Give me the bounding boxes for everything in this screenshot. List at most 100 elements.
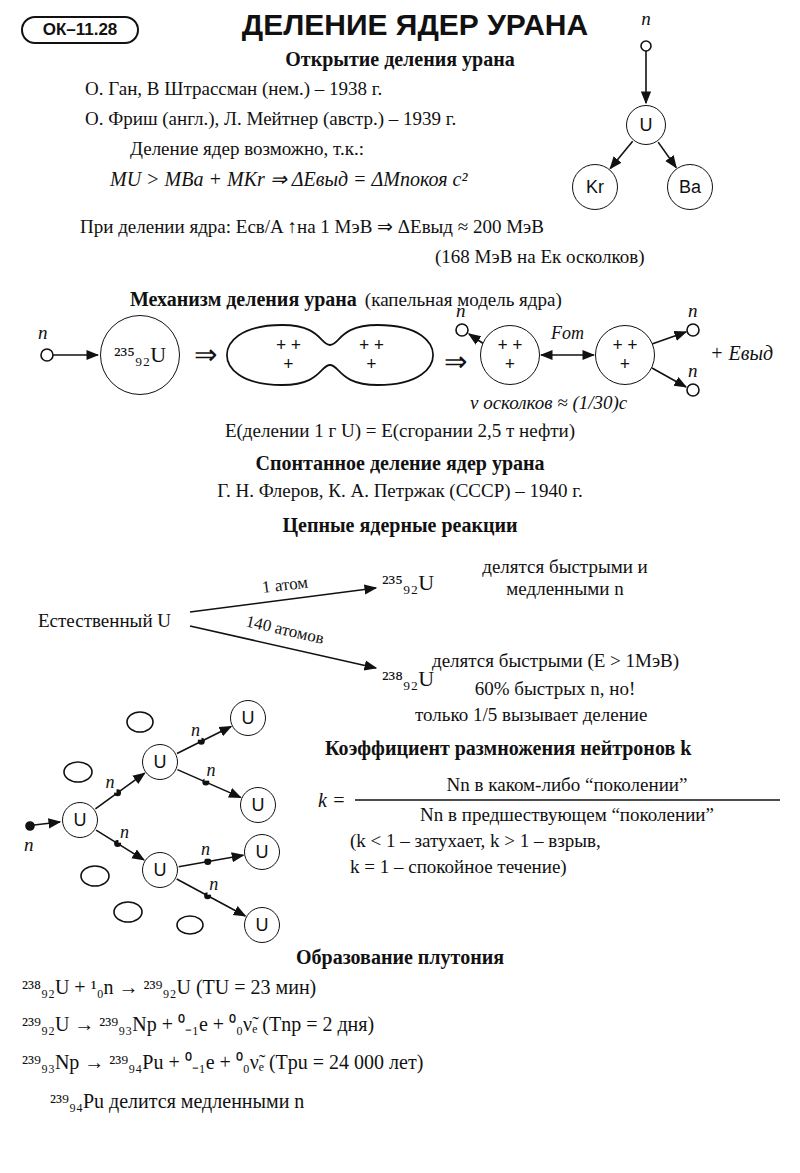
text-label: E(делении 1 г U) = E(сгорании 2,5 т нефт… [225, 420, 575, 442]
node-text: + + + [495, 336, 525, 374]
text-label: Nn в каком-либо “поколении” [447, 774, 688, 796]
node-text: U [154, 861, 167, 880]
neutron-dot [641, 41, 651, 51]
text-label: делятся быстрыми и медленными n [450, 556, 680, 600]
node-text: U [640, 116, 653, 135]
neutron-arrow [652, 332, 686, 344]
fragment-blob [64, 762, 92, 782]
edge-label: n [103, 772, 116, 793]
text-label: MU > MBa + MKr ⇒ ΔEвыд = ΔMпокоя c² [110, 168, 467, 191]
text-label: Образование плутония [296, 946, 504, 969]
dumbbell-outline [225, 323, 435, 387]
fragment-blob [114, 902, 142, 922]
node-text: U [242, 709, 255, 728]
text-label: Механизм деления урана [130, 288, 357, 311]
text-label: n [38, 322, 48, 344]
text-label: ²³⁸₉₂U [382, 666, 434, 691]
nucleus-circle: + + + [595, 325, 655, 385]
connector [177, 726, 231, 753]
fragment-blob [81, 866, 109, 886]
nucleus-circle: U [230, 700, 266, 736]
node-text: U [154, 753, 167, 772]
text-label: Открытие деления урана [285, 48, 514, 71]
node-text: + + + [357, 336, 387, 374]
node-text: Kr [586, 178, 604, 197]
text-label: Цепные ядерные реакции [282, 514, 517, 537]
text-label: ²³⁹₉₄Pu делится медленными n [50, 1090, 304, 1113]
text-label: 1 атом [261, 572, 309, 597]
edge-label: Fот [549, 323, 586, 344]
nucleus-circle: U [62, 802, 98, 838]
text-label: Спонтанное деление ядер урана [255, 452, 544, 475]
text-label: О. Фриш (англ.), Л. Мейтнер (австр.) – 1… [85, 108, 456, 130]
text-label: 140 атомов [244, 612, 326, 649]
dumbbell-path [227, 325, 433, 385]
text-label: О. Ган, В Штрассман (нем.) – 1938 г. [85, 78, 382, 100]
node-text: ²³⁵₉₂U [114, 343, 166, 366]
edge-label: n [205, 760, 218, 781]
node-text: U [252, 796, 265, 815]
neutron-arrow [53, 354, 98, 356]
text-label: n [641, 8, 651, 30]
text-label: делятся быстрыми (E > 1МэВ) [432, 650, 679, 672]
deformed-nucleus: + + + + + + [225, 323, 435, 387]
fraction-bar [355, 799, 780, 801]
nucleus-circle: ²³⁵₉₂U [100, 315, 180, 395]
node-text: + + + [610, 336, 640, 374]
neutron-dot [456, 324, 468, 336]
text-label: только 1/5 вызывает деление [415, 704, 647, 726]
text-label: n [688, 360, 698, 382]
page-title: ДЕЛЕНИЕ ЯДЕР УРАНА [242, 8, 588, 43]
neutron-dot [687, 324, 699, 336]
text-label: ⇒ [444, 346, 467, 378]
connector [658, 142, 676, 167]
text-label: При делении ядра: Eсв/A ↑на 1 МэВ ⇒ ΔEвы… [80, 216, 544, 238]
nucleus-circle: Kr [572, 164, 618, 210]
text-label: Естественный U [38, 610, 171, 632]
text-label: Г. Н. Флеров, К. А. Петржак (СССР) – 194… [217, 480, 583, 502]
nucleus-circle: U [244, 834, 280, 870]
nucleus-circle: + + + [480, 325, 540, 385]
text-label: n [456, 300, 466, 322]
neutron-dot [26, 822, 34, 830]
text-label: Коэффициент размножения нейтронов k [325, 737, 691, 760]
nucleus-circle: U [244, 907, 280, 943]
nucleus-circle: U [240, 787, 276, 823]
edge-label: n [118, 822, 131, 843]
neutron-arrow [34, 822, 60, 825]
node-text: Ba [679, 178, 701, 197]
node-text: U [256, 843, 269, 862]
connector [610, 141, 632, 168]
code-box: ОК–11.28 [21, 16, 139, 44]
fragment-blob [177, 916, 203, 934]
text-label: n [24, 834, 34, 856]
neutron-dot [41, 349, 53, 361]
text-label: ²³⁹₉₂U → ²³⁹₉₃Np + ⁰₋₁e + ⁰₀ν̃ₑ (Tnp = 2… [22, 1013, 374, 1036]
edge-label: n [189, 719, 202, 740]
edge-label: n [199, 838, 212, 859]
node-text: + + + [274, 336, 304, 374]
nucleus-circle: Ba [667, 164, 713, 210]
text-label: ²³⁹₉₃Np → ²³⁹₉₄Pu + ⁰₋₁e + ⁰₀ν̃ₑ (Tpu = … [22, 1051, 423, 1074]
neutron-arrow [645, 51, 647, 103]
node-text: U [256, 916, 269, 935]
text-label: 60% быстрых n, но! [475, 678, 636, 700]
text-label: n [688, 300, 698, 322]
text-label: ²³⁵₉₂U [382, 570, 434, 595]
text-label: Деление ядер возможно, т.к.: [130, 138, 364, 160]
edge-label: n [207, 874, 220, 895]
text-label: Nn в предшествующем “поколении” [420, 804, 714, 826]
connector [541, 354, 594, 356]
neutron-arrow [652, 368, 686, 387]
text-label: k = 1 – спокойное течение) [350, 856, 567, 878]
text-label: k = [318, 789, 345, 812]
fragment-blob [127, 712, 153, 732]
nucleus-circle: U [142, 744, 178, 780]
neutron-dot [204, 858, 211, 865]
node-text: ОК–11.28 [43, 21, 118, 39]
nucleus-circle: U [142, 852, 178, 888]
text-label: v осколков ≈ (1/30)c [470, 392, 627, 414]
text-label: ⇒ [194, 339, 217, 371]
nucleus-circle: U [626, 105, 666, 145]
